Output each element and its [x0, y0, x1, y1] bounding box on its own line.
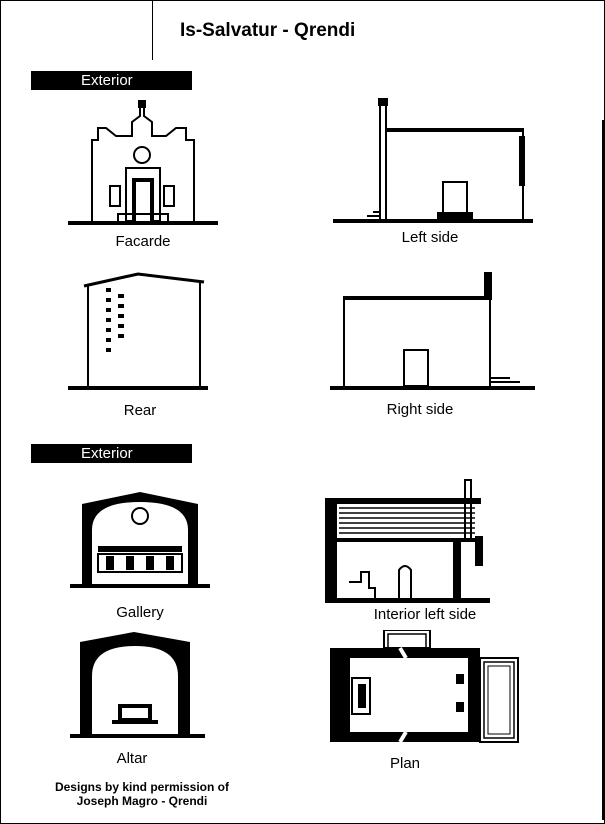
facade-drawing — [68, 100, 223, 230]
caption-rear: Rear — [123, 402, 157, 419]
section-header-exterior-1: Exterior — [31, 71, 192, 90]
gallery-drawing — [70, 490, 215, 595]
page-edge — [602, 120, 605, 820]
right-side-drawing — [330, 268, 535, 393]
credit: Designs by kind permission of Joseph Mag… — [22, 780, 262, 808]
caption-plan: Plan — [389, 755, 421, 772]
left-side-drawing — [333, 98, 533, 228]
altar-drawing — [70, 628, 210, 743]
caption-facade: Facarde — [115, 233, 171, 250]
plan-drawing — [328, 630, 523, 752]
caption-interior-left-side: Interior left side — [373, 606, 477, 623]
header-divider — [152, 0, 153, 60]
caption-altar: Altar — [116, 750, 148, 767]
credit-line-2: Joseph Magro - Qrendi — [76, 794, 208, 808]
caption-right-side: Right side — [386, 401, 454, 418]
section-header-exterior-2: Exterior — [31, 444, 192, 463]
credit-line-1: Designs by kind permission of — [54, 780, 230, 794]
page-title: Is-Salvatur - Qrendi — [180, 20, 356, 41]
rear-drawing — [68, 270, 218, 395]
interior-left-side-drawing — [325, 476, 490, 604]
caption-left-side: Left side — [401, 229, 459, 246]
caption-gallery: Gallery — [116, 604, 164, 621]
